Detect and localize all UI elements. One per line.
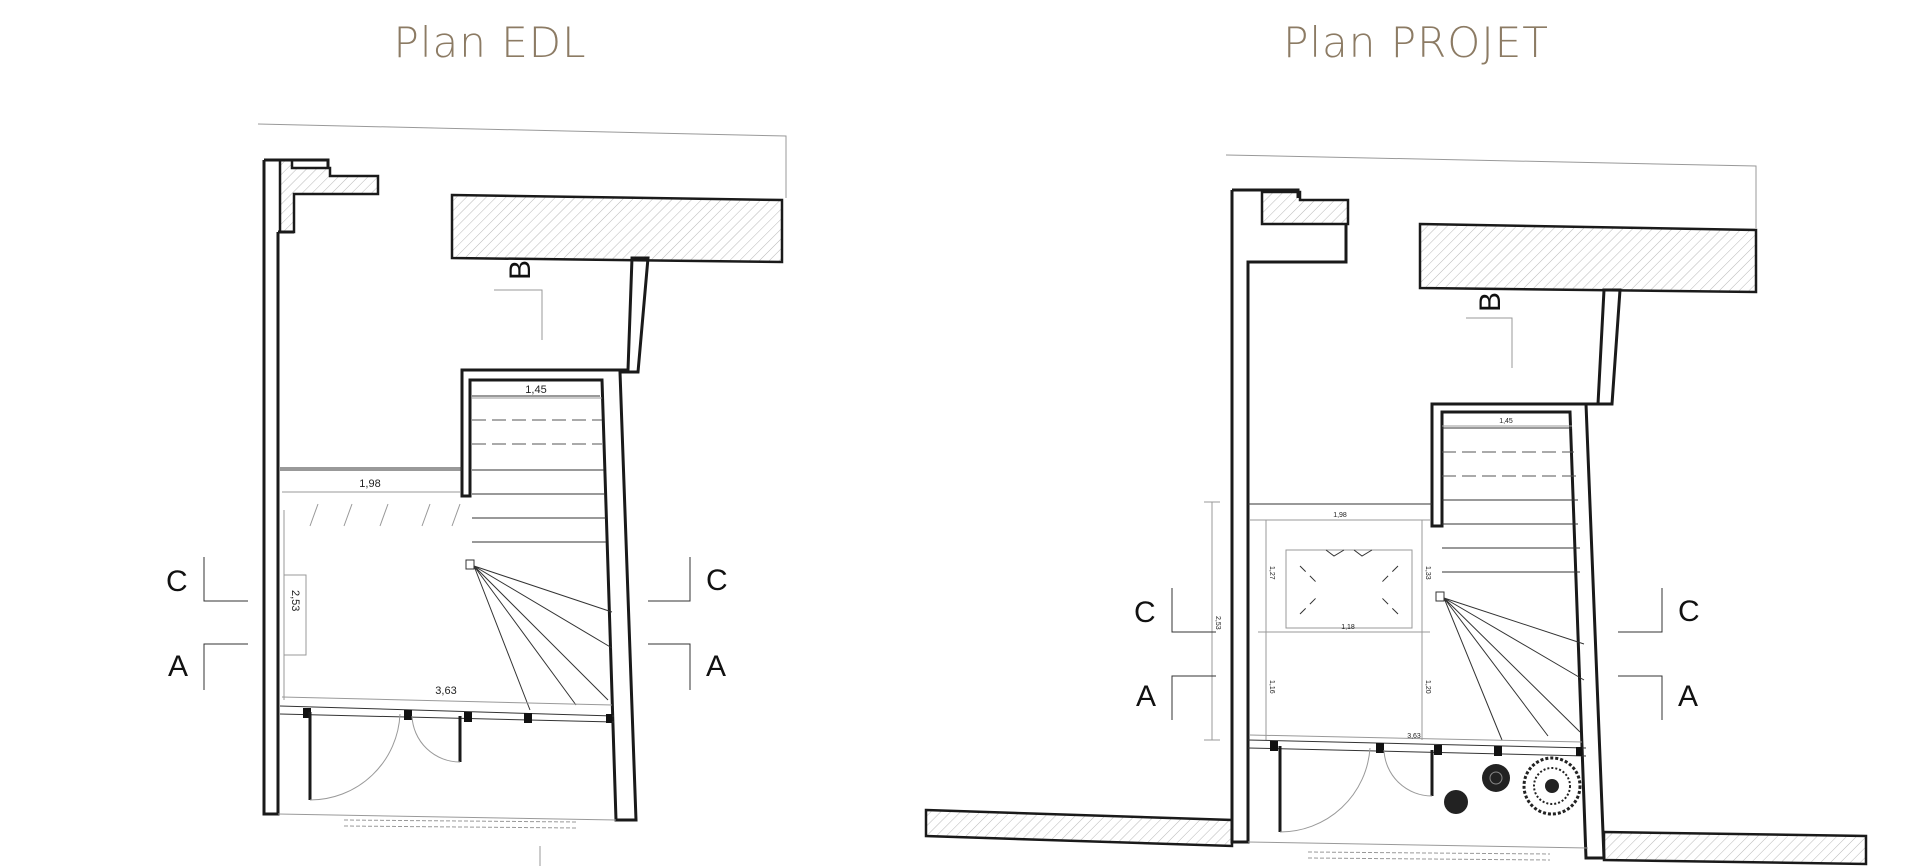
opening-outline xyxy=(1285,549,1413,629)
door-swings xyxy=(309,713,461,801)
dim-line-facade xyxy=(281,696,613,706)
dim-room-width: 1,98 xyxy=(1333,512,1347,519)
dim-opening-depth-left: 1,27 xyxy=(1268,566,1275,580)
section-a-left-label: A xyxy=(168,650,188,683)
section-b-marker xyxy=(1466,317,1513,368)
right-wall xyxy=(460,256,650,822)
dim-opening-depth-right: 1,33 xyxy=(1424,566,1431,580)
plan-projet: 1,45 1,98 2,53 1,18 1,27 1,16 1,33 1,20 … xyxy=(924,154,1868,866)
dim-stair-width: 1,45 xyxy=(1499,418,1513,425)
section-a-left-label: A xyxy=(1136,680,1156,713)
dim-facade-width: 3,63 xyxy=(1407,733,1421,740)
stair-steps xyxy=(1442,499,1580,573)
hatched-wall-right xyxy=(1418,222,1758,294)
opening-corners xyxy=(1299,565,1399,615)
section-c-right-label: C xyxy=(1678,595,1700,628)
opening-top-marks xyxy=(1325,549,1373,557)
section-a-left-marker xyxy=(203,643,248,690)
dim-opening-width: 1,18 xyxy=(1341,624,1355,631)
section-b-label: B xyxy=(1474,292,1507,312)
winder-stairs xyxy=(1443,597,1585,741)
dim-lower-right: 1,20 xyxy=(1424,680,1431,694)
dim-lower-left: 1,16 xyxy=(1268,680,1275,694)
paving-edge xyxy=(343,819,579,829)
section-a-right-label: A xyxy=(706,650,726,683)
section-c-right-marker xyxy=(1618,588,1663,633)
dim-line-facade xyxy=(1249,734,1583,743)
frame-post-4 xyxy=(524,713,532,723)
dim-stair-width: 1,45 xyxy=(525,384,546,396)
hatched-wall-left xyxy=(1260,190,1350,226)
section-b-label: B xyxy=(504,260,537,280)
dim-box xyxy=(283,574,307,656)
plant-medium-core xyxy=(1489,771,1503,785)
street-outline xyxy=(1225,154,1757,228)
plant-small-icon xyxy=(1444,790,1468,814)
section-c-left-label: C xyxy=(1134,596,1156,629)
frame-post-1 xyxy=(303,708,311,718)
section-a-right-marker xyxy=(648,643,691,690)
frame-post-3 xyxy=(1434,745,1442,755)
section-b-marker xyxy=(494,289,543,340)
frame-post-2 xyxy=(1376,743,1384,753)
frame-post-1 xyxy=(1270,741,1278,751)
wall-ticks xyxy=(309,503,461,527)
hatched-wall-left xyxy=(278,158,380,234)
plan-edl-title: Plan EDL xyxy=(393,18,587,67)
dim-room-depth: 2,53 xyxy=(1214,616,1221,630)
hatched-wall-right xyxy=(450,193,784,264)
section-c-left-marker xyxy=(203,557,248,602)
section-c-right-marker xyxy=(648,557,691,602)
threshold xyxy=(1247,841,1589,849)
frame-post-4 xyxy=(1494,746,1502,756)
left-wall xyxy=(1230,188,1348,844)
facade-frame xyxy=(279,705,615,723)
plan-edl: 1,45 1,98 2,53 3,63 B C A C xyxy=(166,123,787,866)
dim-room-depth: 2,53 xyxy=(289,590,301,611)
section-c-right-label: C xyxy=(706,564,728,597)
newel-post xyxy=(1435,591,1445,602)
paving-edge xyxy=(1307,851,1551,861)
street-outline xyxy=(257,123,787,198)
door-swings xyxy=(1279,747,1433,833)
section-c-left-label: C xyxy=(166,565,188,598)
winder-stairs xyxy=(473,565,613,711)
left-wall xyxy=(262,158,330,816)
threshold xyxy=(277,813,617,821)
stair-steps xyxy=(472,493,606,543)
plant-large-ring xyxy=(1533,767,1571,805)
facade-frame xyxy=(1247,739,1587,757)
door-leaves xyxy=(308,712,462,800)
plan-projet-title: Plan PROJET xyxy=(1283,18,1549,67)
right-wall xyxy=(1430,288,1622,860)
newel-post xyxy=(465,559,475,570)
frame-post-5 xyxy=(1576,747,1582,756)
section-c-left-marker xyxy=(1171,588,1216,633)
frame-post-2 xyxy=(404,710,412,720)
plant-large-core xyxy=(1545,779,1559,793)
section-a-right-marker xyxy=(1618,675,1663,720)
section-a-right-label: A xyxy=(1678,680,1698,713)
dim-line-depth xyxy=(1204,501,1220,741)
frame-post-5 xyxy=(606,714,612,723)
dim-room-width: 1,98 xyxy=(359,478,380,490)
section-a-left-marker xyxy=(1171,675,1216,720)
plant-large-icon xyxy=(1522,756,1582,816)
dim-facade-width: 3,63 xyxy=(435,685,456,697)
plant-medium-icon xyxy=(1482,764,1510,792)
hatched-ground-left xyxy=(924,808,1234,848)
hatched-ground-right xyxy=(1602,830,1868,866)
frame-post-3 xyxy=(464,712,472,722)
door-leaves xyxy=(1278,746,1434,832)
